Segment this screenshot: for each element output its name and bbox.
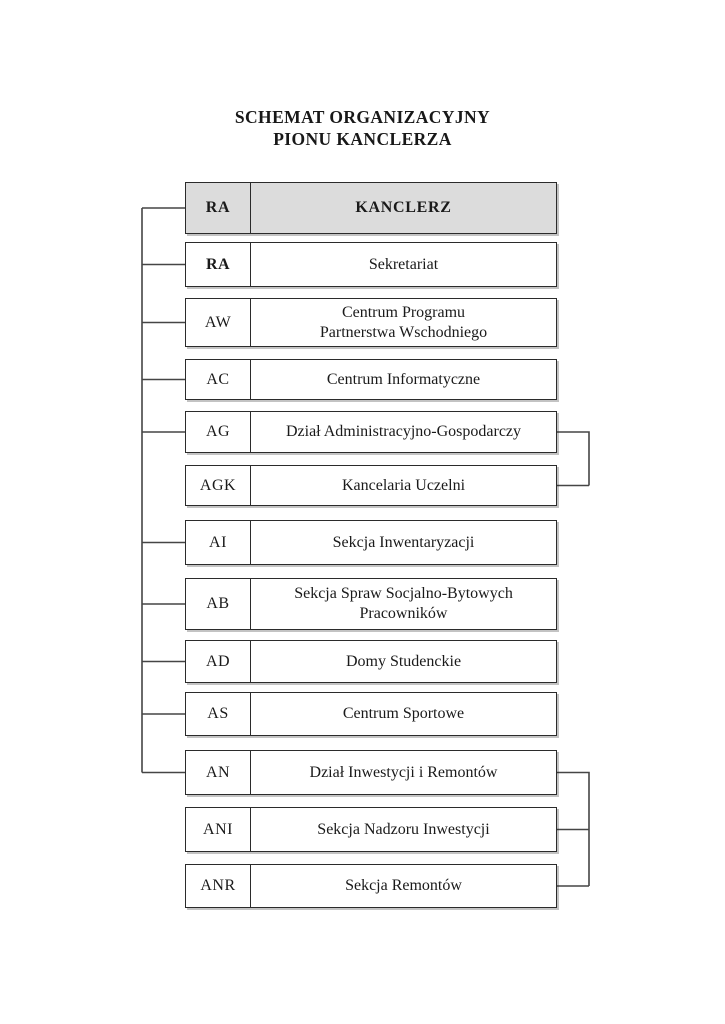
org-unit-code: AI — [186, 521, 251, 564]
org-unit-name: Sekcja Spraw Socjalno-Bytowych Pracownik… — [294, 585, 513, 622]
org-unit-code: AGK — [186, 466, 251, 505]
org-unit-name: Dział Inwestycji i Remontów — [309, 763, 498, 781]
org-unit-code: AB — [186, 579, 251, 629]
org-unit-code: RA — [186, 243, 251, 286]
org-unit-code: AN — [186, 751, 251, 794]
org-unit-code: AC — [186, 360, 251, 399]
org-row: RA KANCLERZ — [185, 182, 557, 234]
org-unit-name: Centrum Programu Partnerstwa Wschodniego — [319, 303, 488, 341]
org-row: AGK Kancelaria Uczelni — [185, 465, 557, 506]
org-unit-name: Domy Studenckie — [345, 652, 462, 670]
org-unit-name: Sekcja Inwentaryzacji — [332, 533, 475, 551]
org-unit-name: Dział Administracyjno-Gospodarczy — [285, 423, 522, 440]
org-row: AB Sekcja Spraw Socjalno-Bytowych Pracow… — [185, 578, 557, 630]
org-unit-name: Centrum Informatyczne — [326, 370, 481, 388]
org-row: AW Centrum Programu Partnerstwa Wschodni… — [185, 298, 557, 347]
org-unit-code: RA — [186, 183, 251, 233]
org-row: ANR Sekcja Remontów — [185, 864, 557, 908]
org-unit-name: Centrum Sportowe — [342, 705, 465, 722]
org-unit-code: AD — [186, 641, 251, 682]
org-unit-name: KANCLERZ — [355, 199, 452, 216]
org-unit-code: AG — [186, 412, 251, 452]
chart-title-line2: PIONU KANCLERZA — [273, 129, 452, 149]
org-unit-name: Kancelaria Uczelni — [341, 476, 466, 494]
org-unit-code: ANI — [186, 808, 251, 851]
org-row: AS Centrum Sportowe — [185, 692, 557, 736]
chart-title: SCHEMAT ORGANIZACYJNY PIONU KANCLERZA — [0, 106, 725, 150]
org-row: AD Domy Studenckie — [185, 640, 557, 683]
org-unit-code: AW — [186, 299, 251, 346]
org-unit-code: ANR — [186, 865, 251, 907]
org-unit-name: Sekcja Remontów — [345, 877, 462, 894]
org-row: AC Centrum Informatyczne — [185, 359, 557, 400]
org-row: AI Sekcja Inwentaryzacji — [185, 520, 557, 565]
org-row: ANI Sekcja Nadzoru Inwestycji — [185, 807, 557, 852]
connector-path — [141, 207, 590, 887]
org-row: AN Dział Inwestycji i Remontów — [185, 750, 557, 795]
org-unit-name: Sekcja Nadzoru Inwestycji — [317, 820, 490, 838]
chart-title-line1: SCHEMAT ORGANIZACYJNY — [234, 107, 491, 127]
org-unit-code: AS — [186, 693, 251, 735]
org-row: RA Sekretariat — [185, 242, 557, 287]
org-unit-name: Sekretariat — [368, 255, 439, 273]
org-row: AG Dział Administracyjno-Gospodarczy — [185, 411, 557, 453]
